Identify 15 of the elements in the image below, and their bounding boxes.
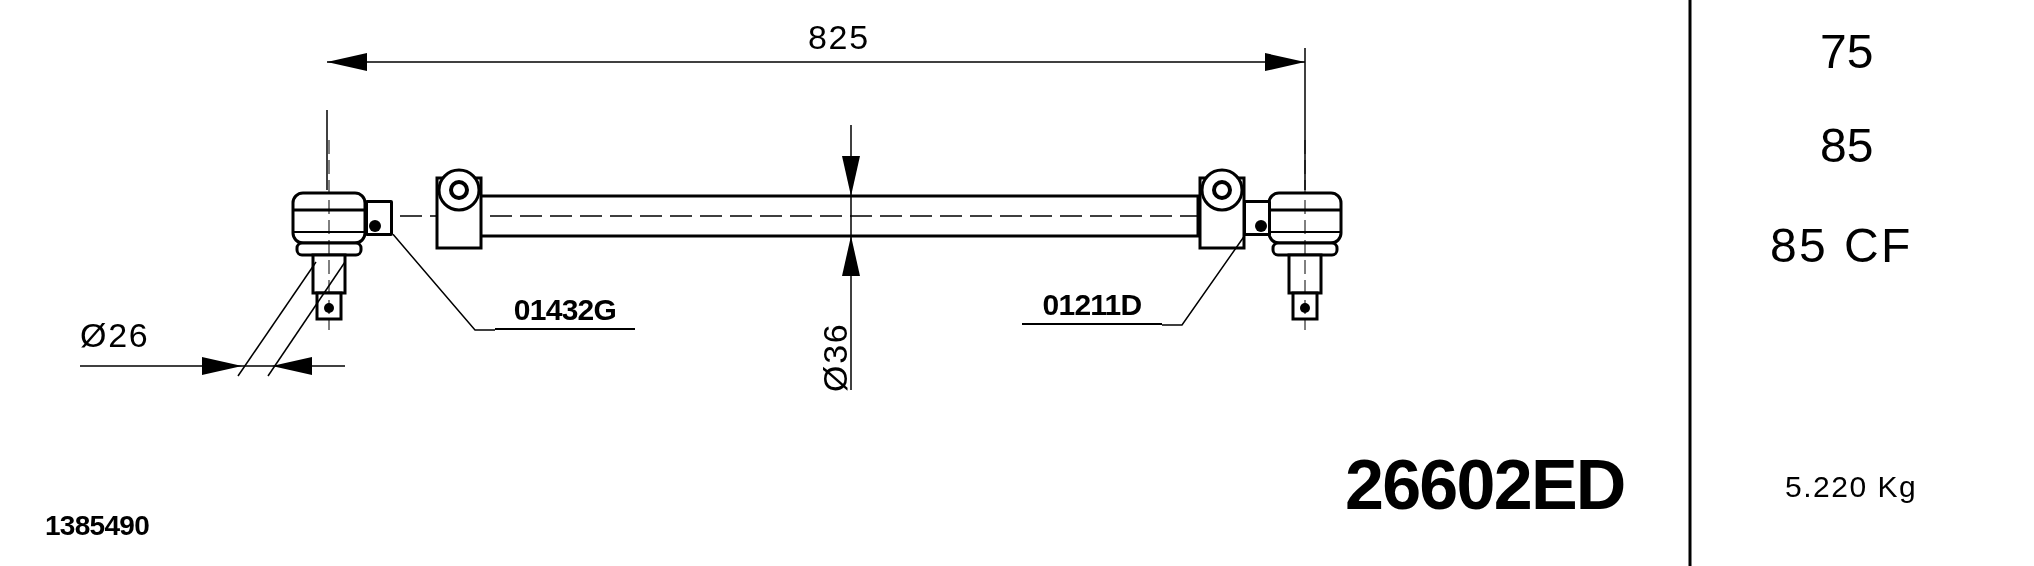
dimension-text: Ø26 [80, 318, 150, 352]
part-number: 1385490 [45, 512, 150, 540]
grease-nipple [1243, 200, 1271, 236]
dimension-text: Ø36 [818, 322, 852, 392]
model-text: 85 CF [1770, 222, 1913, 270]
grease-nipple [365, 200, 393, 236]
weight-text: 5.220 Kg [1785, 472, 1918, 502]
dimension-text: 825 [808, 20, 870, 54]
leader-line [1161, 235, 1246, 326]
part-callout: 01211D [1022, 287, 1162, 325]
part-number: 26602ED [1345, 450, 1625, 520]
model-text: 85 [1820, 122, 1874, 170]
model-text: 75 [1820, 28, 1874, 76]
part-callout: 01432G [495, 292, 635, 330]
leader-line [392, 233, 496, 331]
